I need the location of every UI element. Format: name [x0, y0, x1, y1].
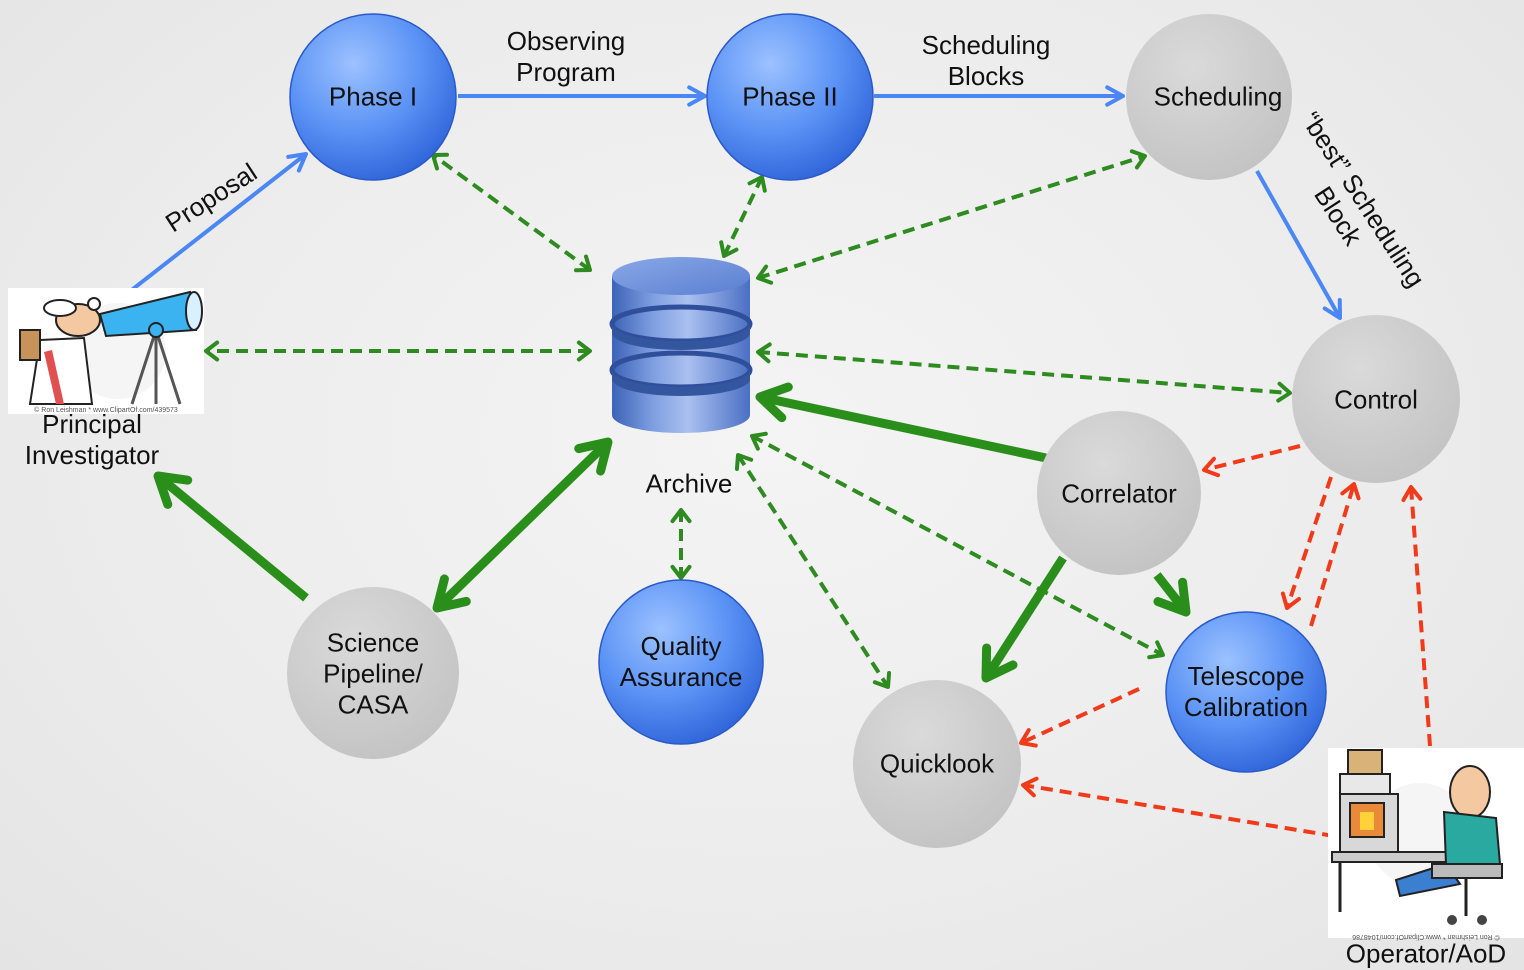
edge-operator-to-quicklook-arrowhead	[1021, 776, 1039, 798]
edges-layer	[104, 85, 1432, 838]
edge-operator-to-control	[1409, 486, 1432, 747]
edge-correlator-to-quicklook-arrowhead	[981, 643, 1018, 683]
edge-archive-quicklook	[736, 453, 890, 689]
edge-control-to-correlator	[1203, 444, 1301, 472]
edge-telcal-to-control	[1309, 483, 1356, 627]
edge-archive-scheduling	[757, 154, 1146, 280]
scheduling-label: Scheduling	[1153, 81, 1283, 112]
edge-phase1-to-phase2-arrowhead	[687, 85, 707, 107]
edge-pipeline-archive	[433, 438, 612, 612]
edge-operator-to-control-arrowhead	[1401, 485, 1423, 502]
node-quicklook	[853, 680, 1021, 848]
edge-archive-scheduling-arrowhead	[1129, 149, 1147, 170]
nodes-layer	[287, 13, 1460, 848]
node-phase2	[706, 13, 874, 181]
edge-pipeline-to-pi	[155, 472, 309, 602]
edge-pipeline-archive-arrowhead	[574, 437, 613, 476]
edge-proposal	[104, 152, 308, 312]
edge-best-scheduling-block	[1255, 170, 1342, 319]
edge-archive-phase1-start-arrowhead	[574, 254, 592, 273]
edge-telcal-to-control-arrowhead	[1340, 482, 1361, 501]
node-phase1	[289, 13, 457, 181]
edge-archive-scheduling-start-arrowhead	[756, 264, 774, 285]
edge-operator-to-quicklook	[1022, 783, 1335, 838]
edge-telcal-to-quicklook-arrowhead	[1019, 728, 1038, 748]
phase1-label: Phase I	[328, 81, 418, 112]
node-correlator	[1037, 411, 1201, 575]
telescope-calibration-label: Telescope Calibration	[1183, 661, 1309, 722]
node-quality-assurance	[598, 579, 764, 745]
edge-control-to-correlator-arrowhead	[1202, 456, 1221, 478]
edge-correlator-to-quicklook	[982, 555, 1067, 681]
edge-label-best-scheduling-block: “best” Scheduling Block	[1296, 106, 1431, 292]
edge-best-scheduling-block-arrowhead	[1322, 298, 1342, 320]
edge-archive-qa-arrowhead	[670, 564, 692, 580]
edge-phase2-to-scheduling-arrowhead	[1105, 85, 1125, 107]
edge-archive-phase2-arrowhead	[747, 175, 767, 193]
edge-correlator-to-telcal-arrowhead	[1153, 577, 1191, 617]
edge-archive-telcal-start-arrowhead	[750, 431, 768, 451]
edge-archive-phase2	[722, 176, 764, 257]
edge-archive-telcal	[751, 434, 1164, 657]
node-control	[1292, 315, 1460, 483]
edge-archive-quicklook-arrowhead	[872, 671, 892, 689]
edge-correlator-to-archive-arrowhead	[755, 382, 793, 423]
operator-label: Operator/AoD	[1345, 938, 1507, 969]
edge-archive-pi-arrowhead	[204, 340, 220, 362]
edge-label-observing-program: Observing Program	[506, 26, 626, 87]
science-pipeline-label: Science Pipeline/ CASA	[323, 627, 423, 720]
edge-archive-phase1	[431, 153, 592, 272]
node-scheduling	[1126, 14, 1292, 180]
edge-archive-quicklook-start-arrowhead	[734, 453, 754, 471]
edge-pipeline-archive-start-arrowhead	[432, 574, 471, 613]
edge-proposal-arrowhead	[286, 152, 308, 173]
correlator-label: Correlator	[1061, 478, 1177, 509]
node-telescope-calibration	[1165, 611, 1327, 773]
phase2-label: Phase II	[742, 81, 838, 112]
edge-archive-pi-start-arrowhead	[576, 340, 592, 362]
control-label: Control	[1334, 384, 1418, 415]
quicklook-label: Quicklook	[879, 748, 995, 779]
node-science-pipeline	[287, 587, 459, 759]
edge-archive-control-arrowhead	[1276, 381, 1292, 403]
pi-clipart-credit: © Ron Leishman * www.ClipartOf.com/43957…	[34, 406, 178, 414]
edge-archive-qa-start-arrowhead	[670, 508, 692, 524]
edge-archive-control-start-arrowhead	[756, 342, 772, 364]
operator-at-computer-clipart	[1328, 748, 1524, 938]
edge-correlator-to-archive	[759, 392, 1047, 463]
edge-control-to-telcal	[1285, 476, 1333, 609]
edge-archive-control	[757, 350, 1291, 395]
edge-control-to-telcal-arrowhead	[1280, 591, 1301, 610]
edge-label-scheduling-blocks: Scheduling Blocks	[921, 30, 1051, 91]
edge-archive-phase2-start-arrowhead	[719, 240, 739, 258]
quality-assurance-label: Quality Assurance	[619, 631, 743, 692]
database-icon	[609, 257, 753, 433]
edge-pipeline-to-pi-arrowhead	[153, 471, 193, 509]
operator-clipart-credit: © Ron Leishman * www.ClipartOf.com/10487…	[1352, 933, 1500, 941]
edge-telcal-to-quicklook	[1020, 687, 1140, 745]
principal-investigator-label: Principal Investigator	[24, 409, 160, 470]
astronomer-with-telescope-clipart	[8, 288, 204, 414]
archive-label: Archive	[645, 468, 733, 499]
edge-archive-telcal-arrowhead	[1147, 640, 1165, 660]
